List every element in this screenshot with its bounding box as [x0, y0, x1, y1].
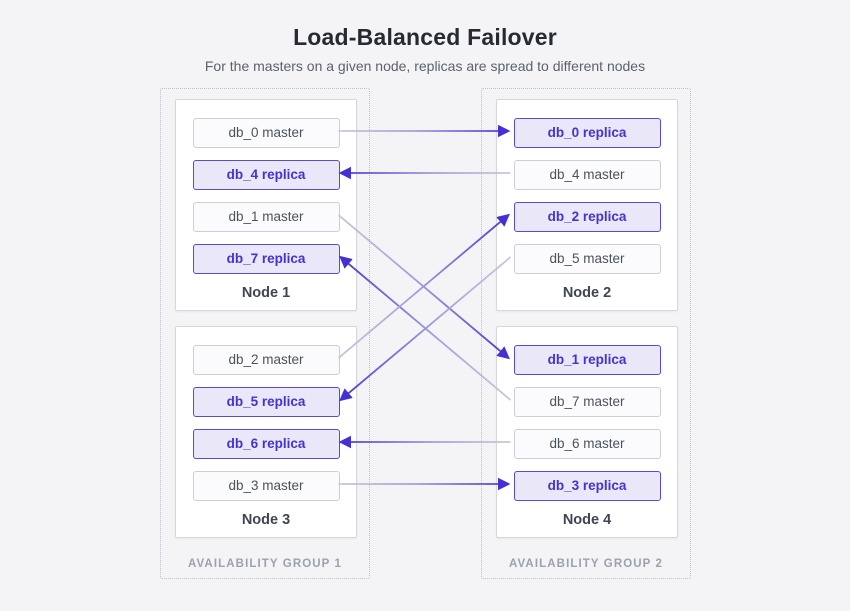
db-7-master-box: db_7 master: [513, 387, 661, 417]
node-label-node-1: Node 1: [241, 285, 291, 301]
node-box-node-4: db_1 replica db_7 master db_6 master db_3 r…: [496, 326, 678, 538]
page-title: Load-Balanced Failover: [293, 24, 557, 50]
availability-group-2-label: AVAILABILITY GROUP 2: [508, 558, 664, 570]
availability-group-1-label: AVAILABILITY GROUP 1: [187, 558, 343, 570]
node-box-node-3: db_2 master db_5 replica db_6 replica db_3 …: [175, 326, 357, 538]
node-box-node-2: db_0 replica db_4 master db_2 replica db_5 …: [496, 99, 678, 311]
db-4-master-box: db_4 master: [513, 160, 661, 190]
availability-group-2: AVAILABILITY GROUP 2 db_0 replica db_4 mas…: [481, 88, 691, 579]
db-0-master-box: db_0 master: [192, 118, 340, 148]
node-box-node-1: db_0 master db_4 replica db_1 master db_7 r…: [175, 99, 357, 311]
db-1-master-box: db_1 master: [192, 202, 340, 232]
db-2-master-box: db_2 master: [192, 345, 340, 375]
diagram-header: Load-Balanced Failover For the masters o…: [0, 24, 850, 74]
db-1-replica-box: db_1 replica: [513, 345, 661, 375]
db-4-replica-box: db_4 replica: [192, 160, 340, 190]
node-label-node-2: Node 2: [562, 285, 612, 301]
node-label-node-4: Node 4: [562, 512, 612, 528]
db-3-replica-box: db_3 replica: [513, 471, 661, 501]
db-6-master-box: db_6 master: [513, 429, 661, 459]
db-6-replica-box: db_6 replica: [192, 429, 340, 459]
page-subtitle: For the masters on a given node, replica…: [204, 58, 646, 74]
db-5-replica-box: db_5 replica: [192, 387, 340, 417]
db-3-master-box: db_3 master: [192, 471, 340, 501]
db-2-replica-box: db_2 replica: [513, 202, 661, 232]
db-7-replica-box: db_7 replica: [192, 244, 340, 274]
db-0-replica-box: db_0 replica: [513, 118, 661, 148]
node-label-node-3: Node 3: [241, 512, 291, 528]
availability-group-1: AVAILABILITY GROUP 1 db_0 master db_4 repl…: [160, 88, 370, 579]
db-5-master-box: db_5 master: [513, 244, 661, 274]
